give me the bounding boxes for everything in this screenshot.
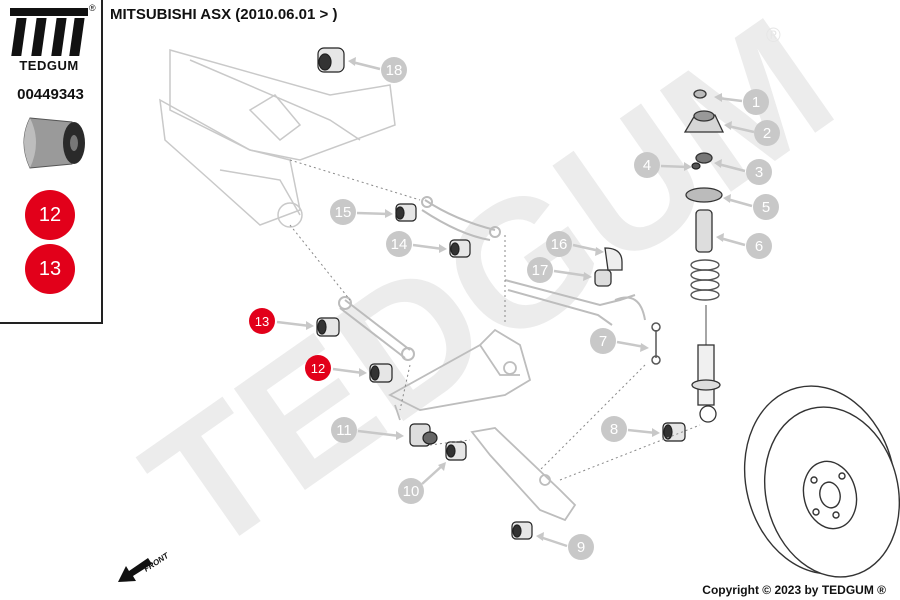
sidebar: ® TEDGUM 00449343 12 13 <box>0 0 103 324</box>
callout-4[interactable]: 4 <box>634 152 692 178</box>
callout-17[interactable]: 17 <box>527 257 592 283</box>
stabilizer-link <box>651 322 661 365</box>
callout-18[interactable]: 18 <box>348 57 407 83</box>
callout-label: 5 <box>762 199 770 216</box>
callout-label: 7 <box>599 333 607 350</box>
callout-label: 2 <box>763 125 771 142</box>
callout-3[interactable]: 3 <box>714 159 772 185</box>
callout-label: 3 <box>755 164 763 181</box>
stabilizer-bar <box>504 279 646 326</box>
callout-label: 6 <box>755 238 763 255</box>
callout-label: 13 <box>255 314 269 329</box>
callout-label: 9 <box>577 539 585 556</box>
callout-15[interactable]: 15 <box>330 199 393 225</box>
bushings <box>316 47 701 540</box>
copyright-text: Copyright © 2023 by TEDGUM ® <box>702 583 886 597</box>
callout-10[interactable]: 10 <box>398 462 446 504</box>
stabilizer-bushing <box>594 247 623 287</box>
lower-arm <box>338 296 415 361</box>
callout-7[interactable]: 7 <box>590 328 649 354</box>
upper-arm <box>421 196 501 241</box>
callout-label: 17 <box>532 262 549 279</box>
front-arrow: FRONT <box>118 551 171 582</box>
callout-label: 4 <box>643 157 651 174</box>
callout-label: 10 <box>403 483 420 500</box>
callout-label: 18 <box>386 62 403 79</box>
callout-label: 16 <box>551 236 568 253</box>
watermark-reg-mark: ® <box>766 25 781 47</box>
bushing-thumbnail[interactable] <box>12 112 90 174</box>
brand-name: TEDGUM <box>19 58 79 73</box>
callout-6[interactable]: 6 <box>716 233 772 259</box>
part-badge-13[interactable]: 13 <box>25 244 75 294</box>
subframe <box>159 49 396 228</box>
part-number: 00449343 <box>17 86 84 103</box>
strut-assembly <box>683 89 725 423</box>
knuckle <box>388 328 532 421</box>
callout-9[interactable]: 9 <box>536 532 594 560</box>
callout-label: 14 <box>391 236 408 253</box>
callout-8[interactable]: 8 <box>601 416 660 442</box>
callout-1[interactable]: 1 <box>714 89 769 115</box>
page-title: MITSUBISHI ASX (2010.06.01 > ) <box>110 6 338 23</box>
tedgum-logo-icon <box>10 8 88 56</box>
callout-5[interactable]: 5 <box>723 194 779 220</box>
registered-mark: ® <box>89 3 96 13</box>
callout-2[interactable]: 2 <box>724 120 780 146</box>
callout-label: 1 <box>752 94 760 111</box>
callouts: 1 2 3 4 5 <box>249 57 780 560</box>
watermark-text: TEDGUM <box>112 0 866 592</box>
trailing-arm <box>470 427 577 522</box>
guide-lines <box>289 159 701 481</box>
callout-12[interactable]: 12 <box>305 355 367 381</box>
callout-11[interactable]: 11 <box>331 417 404 443</box>
callout-16[interactable]: 16 <box>546 231 604 257</box>
callout-13[interactable]: 13 <box>249 308 314 334</box>
callout-label: 11 <box>336 422 352 439</box>
wheel-drum <box>743 385 900 578</box>
callout-14[interactable]: 14 <box>386 231 447 257</box>
part-badge-12[interactable]: 12 <box>25 190 75 240</box>
callout-label: 15 <box>335 204 352 221</box>
callout-label: 12 <box>311 361 325 376</box>
callout-label: 8 <box>610 421 618 438</box>
